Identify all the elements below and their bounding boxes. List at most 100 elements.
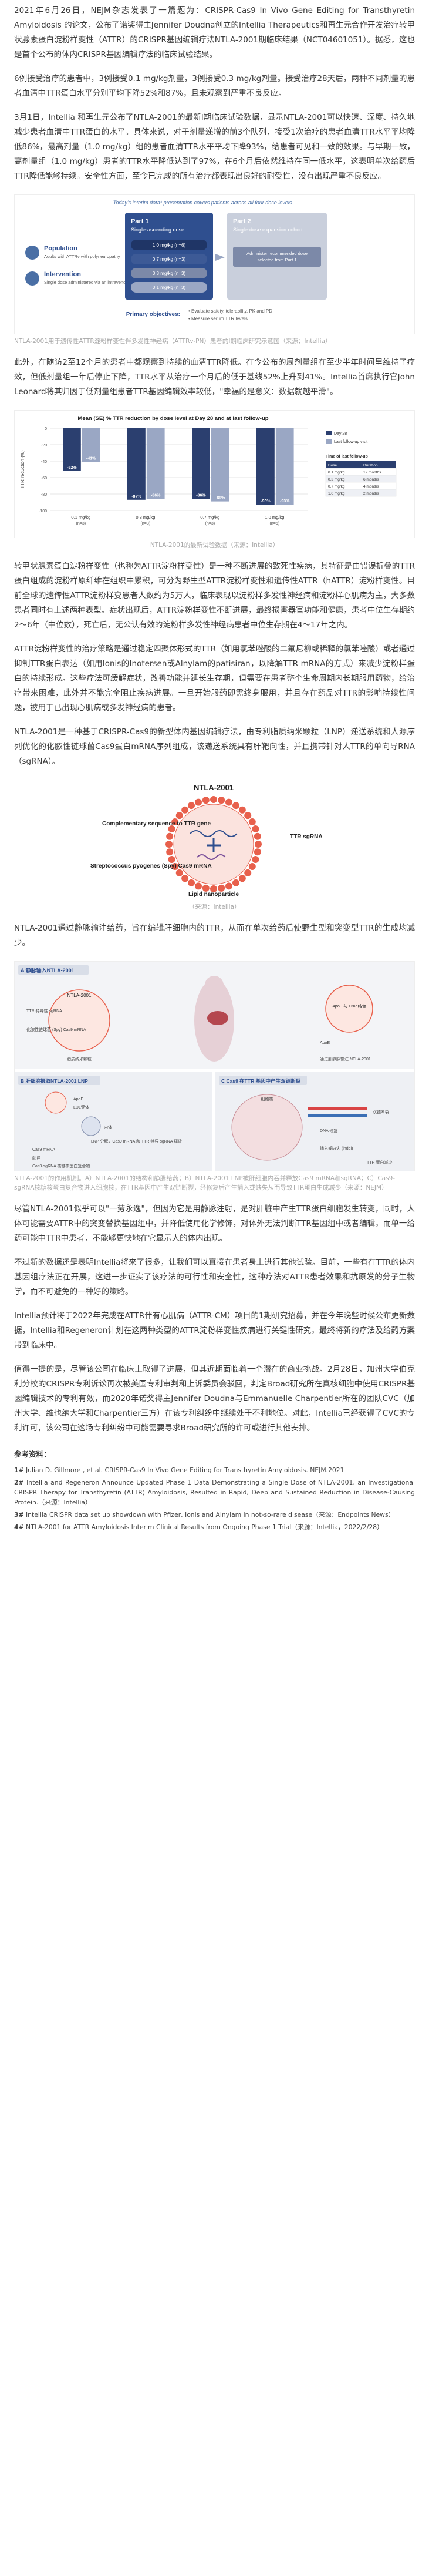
lipid-dot	[195, 882, 202, 890]
lipid-dot	[210, 796, 217, 803]
lipid-dot	[171, 863, 179, 870]
legend-entry: Last follow-up visit	[334, 440, 367, 444]
reference-item: 2# Intellia and Regeneron Announce Updat…	[14, 1479, 415, 1506]
part2-inner-box	[233, 247, 321, 267]
panel-c-title: C Cas9 在TTR 基因中产生双链断裂	[221, 1078, 301, 1084]
dose-pill	[131, 254, 207, 264]
dose-pill	[131, 268, 207, 278]
dose-pill	[131, 282, 207, 293]
paragraph-10: 不过新的数据还是表明Intellia将来了很多，让我们可以直接在患者身上进行其他…	[14, 1258, 415, 1297]
bar-value-label: -87%	[131, 495, 141, 499]
lipid-dot	[218, 797, 225, 804]
arrow-icon	[215, 254, 225, 261]
legend-cell: 0.3 mg/kg	[328, 478, 345, 482]
x-tick-label: 0.1 mg/kg	[71, 515, 90, 520]
bar	[146, 428, 165, 499]
population-icon	[25, 246, 39, 260]
lipid-dot	[254, 832, 261, 840]
bar-value-label: -93%	[261, 499, 271, 503]
mrna-strand	[190, 830, 238, 837]
bar	[63, 428, 81, 471]
legend-header: Dose	[328, 464, 337, 468]
svg-text:Cas9 mRNA: Cas9 mRNA	[32, 1148, 55, 1152]
bar-value-label: -41%	[86, 456, 96, 461]
paragraph-5: 转甲状腺素蛋白淀粉样变性（也称为ATTR淀粉样变性）是一种不断进展的致死性疾病，…	[14, 562, 415, 630]
chart-caption: NTLA-2001的最新试验数据（来源：Intellia）	[150, 542, 279, 549]
svg-text:内体: 内体	[104, 1124, 112, 1130]
paragraph-1: 2021年6月26日，NEJM杂志发表了一篇题为：CRISPR-Cas9 In …	[14, 6, 415, 59]
bar-value-label: -52%	[67, 466, 77, 470]
x-tick-n: (n=3)	[141, 522, 151, 526]
lipid-dot	[181, 806, 189, 814]
trial-design-diagram: Today's interim data* presentation cover…	[25, 200, 327, 321]
svg-text:脂质纳米颗粒: 脂质纳米颗粒	[67, 1056, 92, 1062]
bar-value-label: -93%	[280, 499, 290, 503]
objective-1: • Evaluate safety, tolerability, PK and …	[188, 308, 272, 314]
intervention-icon	[25, 271, 39, 286]
bar-value-label: -86%	[151, 493, 161, 498]
label-lnp: Lipid nanoparticle	[188, 891, 239, 898]
svg-text:细胞核: 细胞核	[261, 1096, 273, 1101]
paragraph-4: 此外，在随访2至12个月的患者中都观察到持续的血清TTR降低。在今公布的周剂量组…	[14, 358, 415, 397]
lipid-dot	[232, 879, 239, 886]
svg-text:LDL受体: LDL受体	[73, 1104, 89, 1110]
legend-cell: 0.7 mg/kg	[328, 485, 345, 489]
legend-cell: 2 months	[363, 492, 379, 496]
legend-table-title: Time of last follow-up	[326, 455, 368, 459]
objective-2: • Measure serum TTR levels	[188, 316, 248, 321]
references-title: 参考资料：	[14, 1450, 51, 1459]
sgrna-strand	[197, 854, 226, 860]
legend-cell: 1.0 mg/kg	[328, 492, 345, 496]
nucleus-icon	[231, 1094, 303, 1161]
paragraph-11: Intellia预计将于2022年完成在ATTR伴有心肌病（ATTR-CM）项目…	[14, 1311, 415, 1350]
part2-subtitle: Single-dose expansion cohort	[233, 227, 303, 233]
svg-text:Cas9-sgRNA 核糖核蛋白复合物: Cas9-sgRNA 核糖核蛋白复合物	[32, 1163, 90, 1168]
y-tick-label: 0	[45, 427, 47, 431]
bar	[127, 428, 146, 500]
legend-cell: 0.1 mg/kg	[328, 471, 345, 475]
bar	[275, 428, 294, 505]
lipid-dot	[225, 798, 232, 806]
paragraph-3: 3月1日，Intellia 和再生元公布了NTLA-2001的最新I期临床试验数…	[14, 113, 415, 181]
svg-text:ApoE 与 LNP 结合: ApoE 与 LNP 结合	[332, 1003, 366, 1009]
legend-cell: 4 months	[363, 485, 379, 489]
lipid-dot	[175, 812, 183, 820]
svg-text:通过肝静脉输注 NTLA-2001: 通过肝静脉输注 NTLA-2001	[320, 1056, 371, 1062]
bar-value-label: -89%	[215, 496, 225, 501]
lipid-dot	[218, 884, 225, 892]
lipid-dot	[165, 841, 173, 848]
ttr-reduction-chart: Mean (SE) % TTR reduction by dose level …	[14, 410, 415, 538]
lnp-diagram: NTLA-2001 Complementary sequence to TTR …	[90, 783, 323, 898]
mechanism-diagram: A 静脉输入NTLA-2001 NTLA-2001 TTR 特异性 sgRNA …	[15, 962, 414, 1171]
dose-pills: 1.0 mg/kg (n=6)0.7 mg/kg (n=3)0.3 mg/kg …	[131, 240, 207, 293]
lipid-dot	[225, 882, 232, 890]
lipid-dot	[254, 848, 261, 856]
legend-swatch	[326, 431, 332, 435]
legend-header: Duration	[363, 464, 378, 468]
svg-text:翻译: 翻译	[32, 1155, 40, 1160]
lipid-dot	[175, 869, 183, 876]
legend-swatch	[326, 439, 332, 444]
svg-text:双链断裂: 双链断裂	[373, 1109, 389, 1114]
panel-a-title: A 静脉输入NTLA-2001	[21, 967, 75, 973]
bar-chart-svg: Mean (SE) % TTR reduction by dose level …	[20, 415, 397, 526]
paragraph-2: 6例接受治疗的患者中，3例接受0.1 mg/kg剂量，3例接受0.3 mg/kg…	[14, 74, 415, 98]
dose-pill-label: 1.0 mg/kg (n=6)	[153, 243, 186, 248]
svg-text:NTLA-2001: NTLA-2001	[67, 993, 92, 998]
lipid-dot	[202, 797, 210, 804]
lipid-dot	[252, 825, 259, 833]
svg-text:ApoE: ApoE	[73, 1097, 83, 1101]
lipid-dot	[248, 863, 256, 870]
lipid-dot	[168, 855, 175, 863]
x-tick-n: (n=3)	[76, 522, 86, 526]
lnp-figure: NTLA-2001 Complementary sequence to TTR …	[14, 780, 415, 900]
x-tick-label: 1.0 mg/kg	[265, 515, 284, 520]
references: 参考资料： 1# Julian D. Gillmore , et al. CRI…	[14, 1447, 415, 1532]
part1-subtitle: Single-ascending dose	[131, 227, 184, 233]
design-title: Today's interim data* presentation cover…	[113, 200, 292, 206]
dose-pill-label: 0.1 mg/kg (n=3)	[153, 285, 186, 290]
bar	[192, 428, 210, 499]
panel-b-title: B 肝细胞摄取NTLA-2001 LNP	[21, 1078, 88, 1084]
lipid-dot	[166, 848, 174, 856]
trial-design-figure: Today's interim data* presentation cover…	[14, 194, 415, 334]
